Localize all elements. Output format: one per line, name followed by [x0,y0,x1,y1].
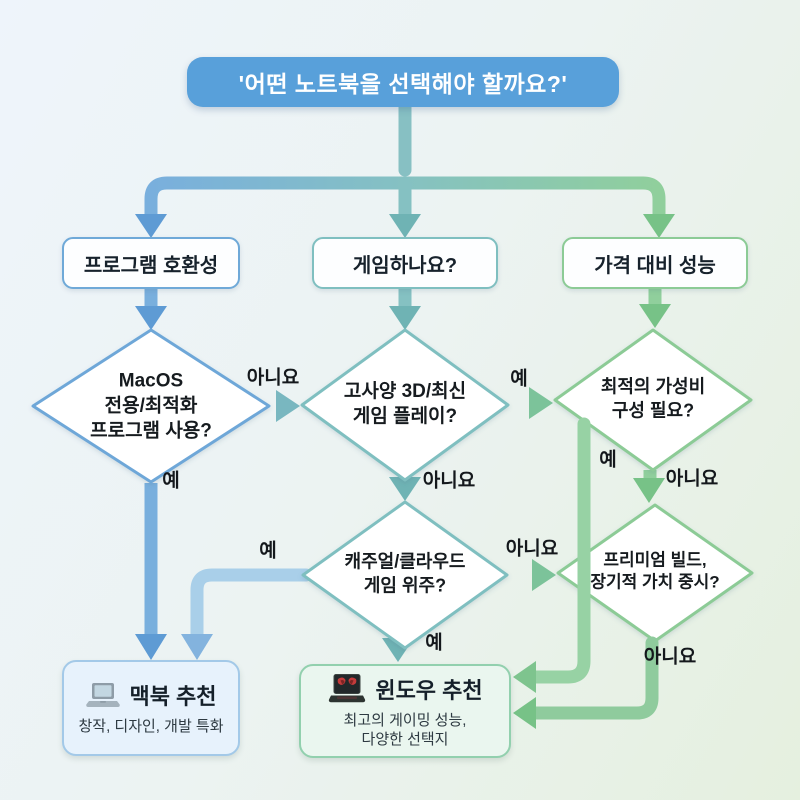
result-windows-title: 윈도우 추천 [375,677,483,703]
decision-highspec-text: 고사양 3D/최신 게임 플레이? [343,380,467,427]
gaming-laptop-icon [327,673,367,704]
result-macbook-subtitle: 창작, 디자인, 개발 특화 [78,718,224,736]
decision-macos-text: MacOS 전용/최적화 프로그램 사용? [90,370,212,442]
arrow-value-to-bestvalue [639,289,671,328]
decision-highspec-diamond [300,328,510,482]
branch-box-gaming: 게임하나요? [312,237,498,289]
edge-label-macos-yes: 예 [162,470,180,492]
edge-label-bestvalue-yes: 예 [599,449,617,471]
edge-label-casual-no: 아니요 [505,538,559,560]
macbook-laptop-icon [85,682,121,708]
edge-label-casual-yes-down: 예 [425,632,443,654]
arrow-gaming-to-highspec [389,289,421,330]
decision-casual-diamond [301,500,509,650]
arrow-macos-no [268,390,300,422]
result-box-windows: 윈도우 추천 최고의 게이밍 성능, 다양한 선택지 [299,664,511,758]
result-macbook-title: 맥북 추천 [129,684,217,710]
edge-label-highspec-yes: 예 [510,368,528,390]
page-title: '어떤 노트북을 선택해야 할까요?' [187,57,619,107]
edge-label-macos-no: 아니요 [246,367,300,389]
arrow-highspec-no [389,477,421,501]
result-box-macbook: 맥북 추천 창작, 디자인, 개발 특화 [62,660,240,756]
arrow-bestvalue-yes [513,417,591,693]
result-windows-subtitle: 최고의 게이밍 성능, 다양한 선택지 [343,711,467,749]
edge-label-casual-yes-left: 예 [259,540,277,562]
arrow-premium-no [513,636,659,729]
arrow-casual-no [507,559,556,591]
edge-label-highspec-no: 아니요 [422,470,476,492]
decision-macos-diamond [31,328,271,484]
arrow-macos-yes [135,483,167,660]
branch-box-value: 가격 대비 성능 [562,237,748,289]
edge-label-bestvalue-no: 아니요 [665,468,719,490]
decision-casual-text: 캐주얼/클라우드 게임 위주? [344,551,466,595]
decision-bestvalue-diamond [553,328,753,472]
arrow-compatibility-to-macos [135,289,167,330]
arrow-bestvalue-no [633,470,665,503]
arrow-title-split [135,96,675,238]
branch-box-compatibility: 프로그램 호환성 [62,237,240,289]
arrow-casual-yes-left [181,568,313,660]
decision-bestvalue-text: 최적의 가성비 구성 필요? [600,376,706,420]
edge-label-premium-no: 아니요 [643,646,697,668]
decision-premium-text: 프리미엄 빌드, 장기적 가치 중시? [590,550,720,592]
arrow-highspec-yes [509,387,553,419]
